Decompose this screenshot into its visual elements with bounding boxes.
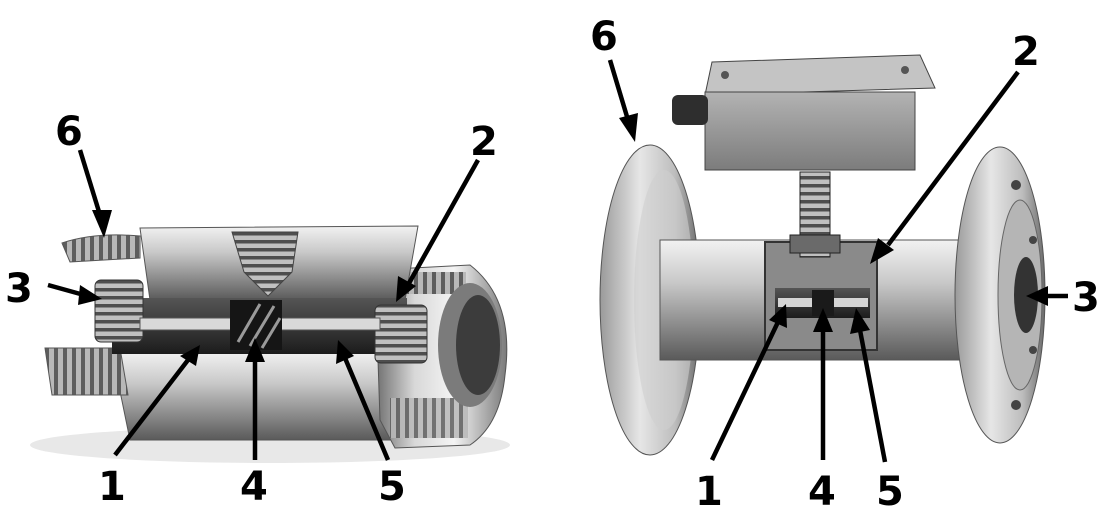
right-right-flange-bore	[1014, 257, 1038, 333]
right-callout-6: 6	[590, 14, 618, 60]
right-flange-bolt-hole-c	[1029, 236, 1037, 244]
left-callout-2: 2	[470, 119, 498, 165]
right-flange-bolt-hole-d	[1029, 346, 1037, 354]
right-callout-1: 1	[695, 469, 723, 515]
left-flowmeter-cutaway	[30, 225, 510, 463]
right-flange-bolt-hole-a	[1011, 180, 1021, 190]
right-rotor	[812, 290, 834, 316]
left-right-connector-thread-lower	[390, 398, 468, 438]
right-box-screw-b	[901, 66, 909, 74]
left-callout-1: 1	[98, 464, 126, 510]
right-callout-5: 5	[876, 469, 904, 515]
left-outlet-hub	[374, 304, 428, 364]
right-electronics-box	[704, 91, 916, 171]
left-right-bore-inner	[456, 295, 500, 395]
right-flowmeter-flanged	[599, 54, 1046, 456]
right-callout-labels: 6 2 3 1 4 5	[590, 14, 1100, 515]
left-callout-5: 5	[378, 464, 406, 510]
left-callout-labels: 6 2 3 1 4 5	[5, 109, 498, 510]
callout-arrows	[47, 59, 1068, 463]
right-callout-4: 4	[808, 469, 836, 515]
left-top-port	[231, 231, 299, 297]
right-sensor-nut	[789, 234, 841, 254]
left-left-connector-lower	[44, 347, 129, 396]
right-callout-3: 3	[1072, 275, 1100, 321]
right-electronics-box-top	[704, 54, 936, 96]
left-rotor-blades	[236, 303, 282, 349]
left-callout-6: 6	[55, 109, 83, 155]
left-callout-3: 3	[5, 266, 33, 312]
right-box-screw-a	[721, 71, 729, 79]
right-cable-gland	[672, 95, 708, 125]
left-inlet-hub	[94, 279, 144, 343]
left-upper-thread-lip	[61, 234, 141, 263]
right-flange-bolt-hole-b	[1011, 400, 1021, 410]
left-callout-4: 4	[240, 464, 268, 510]
right-callout-2: 2	[1012, 29, 1040, 75]
